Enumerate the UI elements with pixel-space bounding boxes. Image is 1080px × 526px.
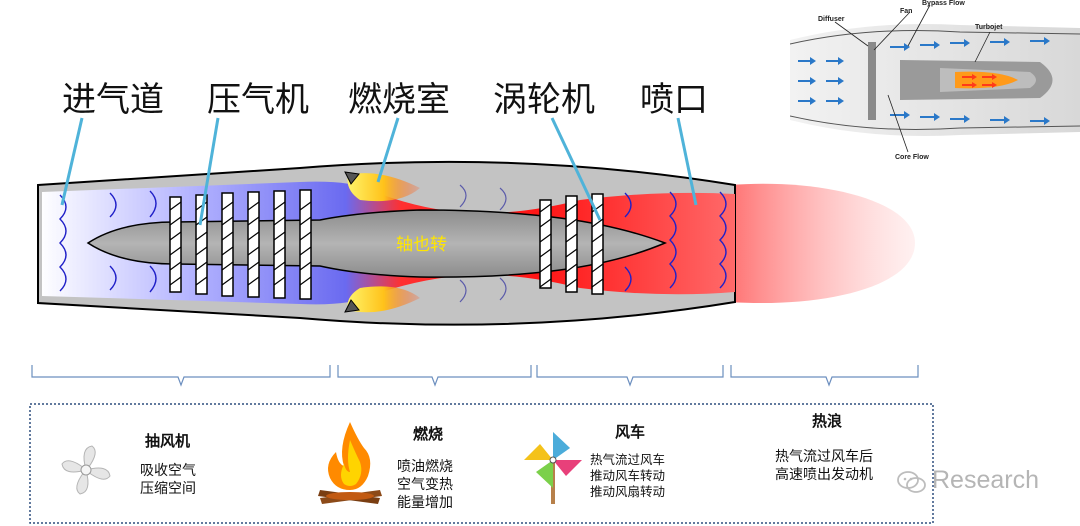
inset-label-fan: Fan: [900, 8, 912, 15]
analogy-desc-burn: 喷油燃烧 空气变热 能量增加: [397, 458, 453, 512]
analogy-title-windmill: 风车: [615, 421, 645, 442]
analogy-desc-fan: 吸收空气 压缩空间: [140, 462, 196, 498]
watermark-text: Research: [932, 466, 1039, 495]
shaft-label: 轴也转: [396, 230, 447, 255]
inset-label-core-flow: Core Flow: [895, 154, 929, 161]
inset-label-bypass-flow: Bypass Flow: [922, 0, 965, 7]
stage-label-nozzle: 喷口: [640, 72, 708, 121]
stage-label-compressor: 压气机: [207, 72, 309, 121]
analogy-title-burn: 燃烧: [413, 423, 443, 444]
exhaust-plume: [730, 184, 915, 303]
pinwheel-icon: [520, 428, 588, 504]
fire-icon: [314, 418, 386, 506]
analogy-title-heatwave: 热浪: [812, 410, 842, 431]
fan-block: [868, 42, 876, 120]
analogy-desc-windmill: 热气流过风车 推动风车转动 推动风扇转动: [590, 452, 665, 500]
analogy-desc-heatwave: 热气流过风车后 高速喷出发动机: [775, 448, 873, 484]
wechat-logo-icon: [897, 470, 927, 496]
fan-icon: [58, 442, 114, 498]
stage-label-combustor: 燃烧室: [348, 72, 450, 121]
stage-label-inlet: 进气道: [62, 72, 164, 121]
turbofan-inset-diagram: [790, 0, 1080, 165]
stage-label-turbine: 涡轮机: [493, 72, 595, 121]
analogy-title-fan: 抽风机: [145, 430, 190, 451]
inset-label-diffuser: Diffuser: [818, 16, 844, 23]
inset-label-turbojet: Turbojet: [975, 24, 1002, 31]
section-brackets: [32, 365, 918, 385]
